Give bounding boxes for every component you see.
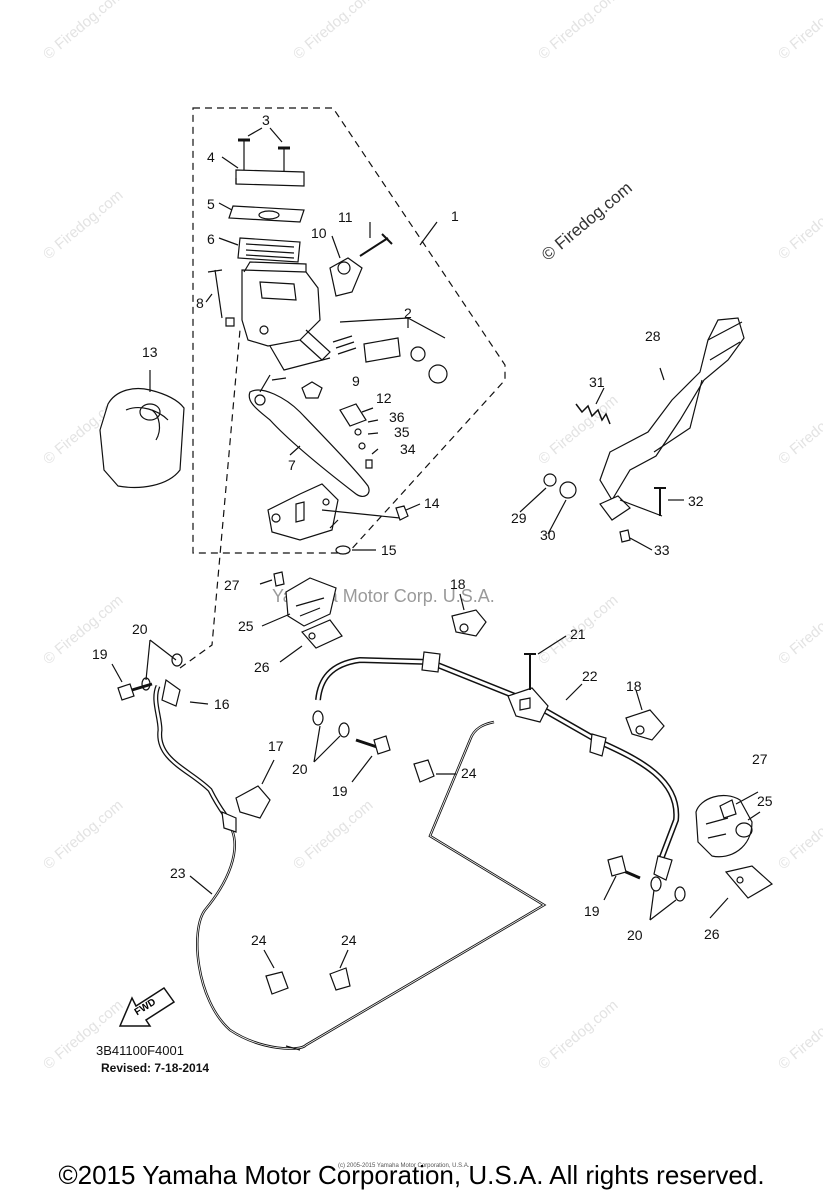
callout-28: 28 <box>645 328 661 344</box>
master-cylinder-body <box>241 261 331 371</box>
callout-16: 16 <box>214 696 230 712</box>
callout-1: 1 <box>451 208 459 224</box>
caliper-bracket <box>695 795 753 858</box>
brake-switch-sensor <box>329 967 351 991</box>
banjo-bolt <box>607 855 627 877</box>
callout-9: 9 <box>352 373 360 389</box>
pedal-bolt <box>654 487 666 516</box>
callout-15: 15 <box>381 542 397 558</box>
callout-24: 24 <box>461 765 477 781</box>
banjo-bolt <box>117 683 135 701</box>
part-code: 3B41100F4001 <box>96 1043 184 1058</box>
bolt-part <box>359 233 393 257</box>
callout-12: 12 <box>376 390 392 406</box>
callout-18: 18 <box>450 576 466 592</box>
screw-part <box>238 127 290 182</box>
callout-19: 19 <box>92 646 108 662</box>
callout-23: 23 <box>170 865 186 881</box>
callout-26: 26 <box>704 926 720 942</box>
callout-2: 2 <box>404 305 412 321</box>
hose-clamp <box>625 709 665 741</box>
callout-32: 32 <box>688 493 704 509</box>
callout-10: 10 <box>311 225 327 241</box>
lever-cover <box>99 387 185 489</box>
brake-junction <box>507 687 549 723</box>
callout-7: 7 <box>288 457 296 473</box>
callout-26: 26 <box>254 659 270 675</box>
callout-33: 33 <box>654 542 670 558</box>
footer-copyright: ©2015 Yamaha Motor Corporation, U.S.A. A… <box>58 1160 765 1190</box>
callout-30: 30 <box>540 527 556 543</box>
callout-21: 21 <box>570 626 586 642</box>
pedal-nut <box>619 529 631 543</box>
callout-8: 8 <box>196 295 204 311</box>
callout-20: 20 <box>132 621 148 637</box>
bolt-part <box>207 269 223 319</box>
reservoir-cap <box>235 169 305 187</box>
callout-5: 5 <box>207 196 215 212</box>
callout-27: 27 <box>224 577 240 593</box>
hose-guide <box>235 785 271 819</box>
callout-14: 14 <box>424 495 440 511</box>
callout-27: 27 <box>752 751 768 767</box>
callout-34: 34 <box>400 441 416 457</box>
pedal-washer <box>543 473 557 487</box>
callout-36: 36 <box>389 409 405 425</box>
revision-date: Revised: 7-18-2014 <box>101 1061 210 1075</box>
callout-13: 13 <box>142 344 158 360</box>
bracket-bolt <box>719 799 737 819</box>
pedal-washer <box>559 481 577 499</box>
bracket-plate <box>724 865 774 899</box>
callout-18: 18 <box>626 678 642 694</box>
hose-clamp <box>451 609 487 637</box>
bracket-bolt <box>273 571 285 587</box>
lever-nut <box>301 381 323 399</box>
callout-24: 24 <box>341 932 357 948</box>
brake-pipe <box>196 720 547 1050</box>
piston-kit <box>332 317 448 384</box>
callout-17: 17 <box>268 738 284 754</box>
callout-29: 29 <box>511 510 527 526</box>
return-spring <box>575 403 611 425</box>
callout-35: 35 <box>394 424 410 440</box>
diaphragm-plate <box>228 205 305 223</box>
callout-11: 11 <box>338 209 353 225</box>
pivot-washer <box>335 545 351 555</box>
callout-19: 19 <box>332 783 348 799</box>
handlebar-clamp <box>329 257 363 297</box>
brake-lever <box>248 389 370 498</box>
brake-switch-sensor <box>413 759 435 783</box>
brake-switch-sensor <box>265 971 289 995</box>
callout-19: 19 <box>584 903 600 919</box>
callout-20: 20 <box>292 761 308 777</box>
callout-25: 25 <box>238 618 254 634</box>
assembly-boundary <box>192 107 506 554</box>
callout-20: 20 <box>627 927 643 943</box>
callout-6: 6 <box>207 231 215 247</box>
fwd-arrow <box>118 986 176 1027</box>
tiny-copyright: (c) 2005-2015 Yamaha Motor Corporation, … <box>338 1163 470 1169</box>
brake-pedal <box>599 317 745 502</box>
callout-22: 22 <box>582 668 598 684</box>
lever-bracket <box>267 483 339 541</box>
callout-31: 31 <box>589 374 605 390</box>
callout-3: 3 <box>262 112 270 128</box>
callout-24: 24 <box>251 932 267 948</box>
pivot-pin <box>395 505 409 521</box>
bracket-plate <box>301 619 343 649</box>
banjo-bolt <box>373 735 391 755</box>
callout-4: 4 <box>207 149 215 165</box>
brake-switch <box>339 403 367 427</box>
callout-25: 25 <box>757 793 773 809</box>
